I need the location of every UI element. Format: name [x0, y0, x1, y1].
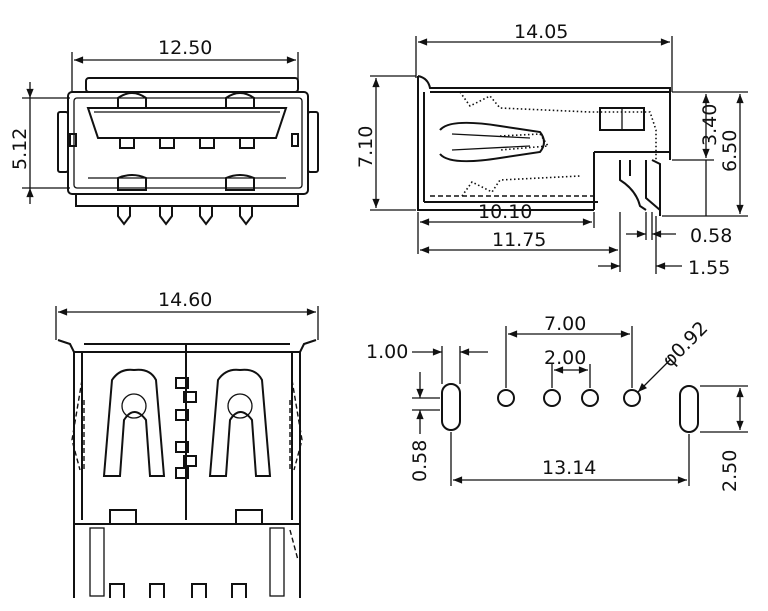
bottom-view: 14.60 [55, 289, 319, 598]
side-view: 14.05 7.10 3.40 6.50 10.10 11.75 0.58 1.… [355, 21, 748, 279]
side-inner-length-label: 10.10 [478, 201, 532, 223]
pad-offset-label: 1.00 [366, 341, 408, 363]
pin-pitch-span-label: 7.00 [544, 313, 586, 335]
side-pin-length-label: 11.75 [492, 229, 546, 251]
pcb-footprint: 7.00 2.00 φ0.92 1.00 0.58 13.14 2.50 [366, 313, 748, 492]
pin-spacing-label: 2.00 [544, 347, 586, 369]
side-total-length-label: 14.05 [514, 21, 568, 43]
slot-length-label: 2.50 [719, 450, 741, 492]
bottom-width-label: 14.60 [158, 289, 212, 311]
hole-diameter-label: φ0.92 [658, 317, 712, 371]
front-height-label: 5.12 [9, 128, 31, 170]
side-body-height-label: 6.50 [719, 130, 741, 172]
side-pin-thickness-label: 0.58 [690, 225, 732, 247]
front-width-label: 12.50 [158, 37, 212, 59]
side-offset-height-label: 3.40 [699, 104, 721, 146]
slot-width-label: 0.58 [409, 440, 431, 482]
pad-span-label: 13.14 [542, 457, 596, 479]
front-view: 12.50 5.12 [9, 37, 319, 226]
side-tab-width-label: 1.55 [688, 257, 730, 279]
side-total-height-label: 7.10 [355, 126, 377, 168]
